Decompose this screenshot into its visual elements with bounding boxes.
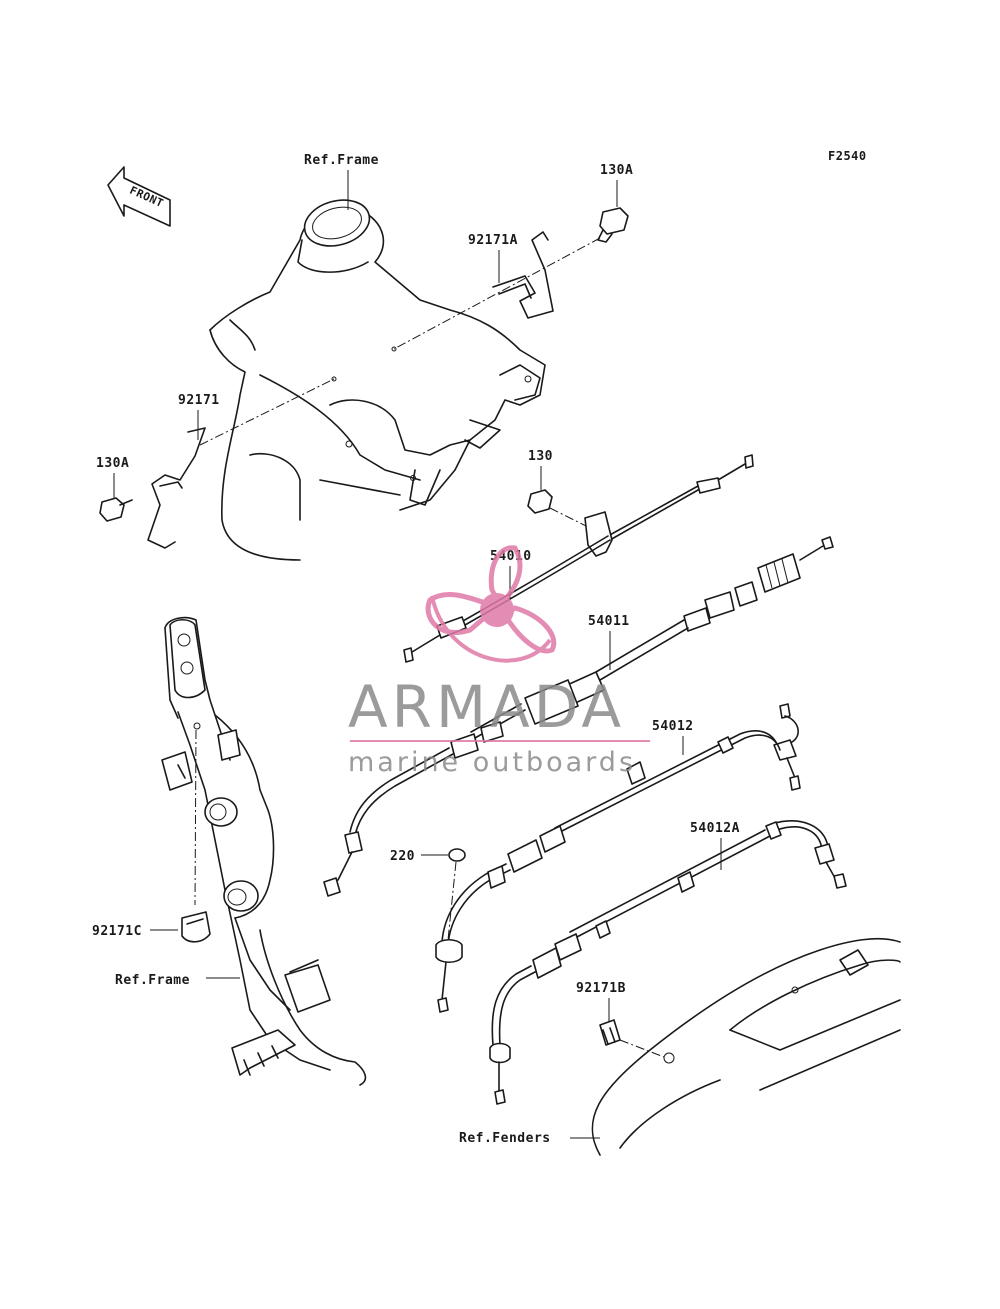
clamp-92171a: [492, 231, 554, 319]
bolt-130a-left: [99, 497, 133, 522]
bolt-130a-top: [597, 207, 629, 243]
part-130a-top-label: 130A: [600, 163, 633, 178]
cable-54012: [435, 703, 801, 1013]
part-92171c-label: 92171C: [92, 924, 142, 939]
part-92171-label: 92171: [178, 393, 220, 408]
clamp-92171: [147, 427, 206, 549]
screw-220: [447, 848, 466, 941]
lower-frame-drawing: [161, 616, 367, 1086]
propeller-logo: [425, 545, 557, 663]
fender-drawing: [591, 937, 901, 1156]
part-130a-left-label: 130A: [96, 456, 129, 471]
front-direction-arrow: FRONT: [107, 166, 171, 227]
armada-watermark: ARMADA marine outboards: [348, 545, 650, 778]
diagram-code: F2540: [828, 149, 867, 163]
upper-frame-drawing: [209, 199, 546, 561]
part-220-label: 220: [390, 849, 415, 864]
part-92171a-label: 92171A: [468, 233, 518, 248]
part-54012a-label: 54012A: [690, 821, 740, 836]
ref-frame-bottom-label: Ref.Frame: [115, 973, 190, 988]
part-92171b-label: 92171B: [576, 981, 626, 996]
cable-54010: [403, 454, 754, 663]
part-130-label: 130: [528, 449, 553, 464]
ref-fenders-label: Ref.Fenders: [459, 1131, 551, 1146]
watermark-tagline: marine outboards: [348, 747, 636, 778]
cable-54012a: [489, 820, 847, 1105]
part-54011-label: 54011: [588, 614, 630, 629]
watermark-brand: ARMADA: [348, 673, 625, 741]
ref-frame-top-label: Ref.Frame: [304, 153, 379, 168]
bolt-130: [527, 489, 591, 529]
clip-92171b: [599, 1019, 665, 1058]
part-54012-label: 54012: [652, 719, 694, 734]
